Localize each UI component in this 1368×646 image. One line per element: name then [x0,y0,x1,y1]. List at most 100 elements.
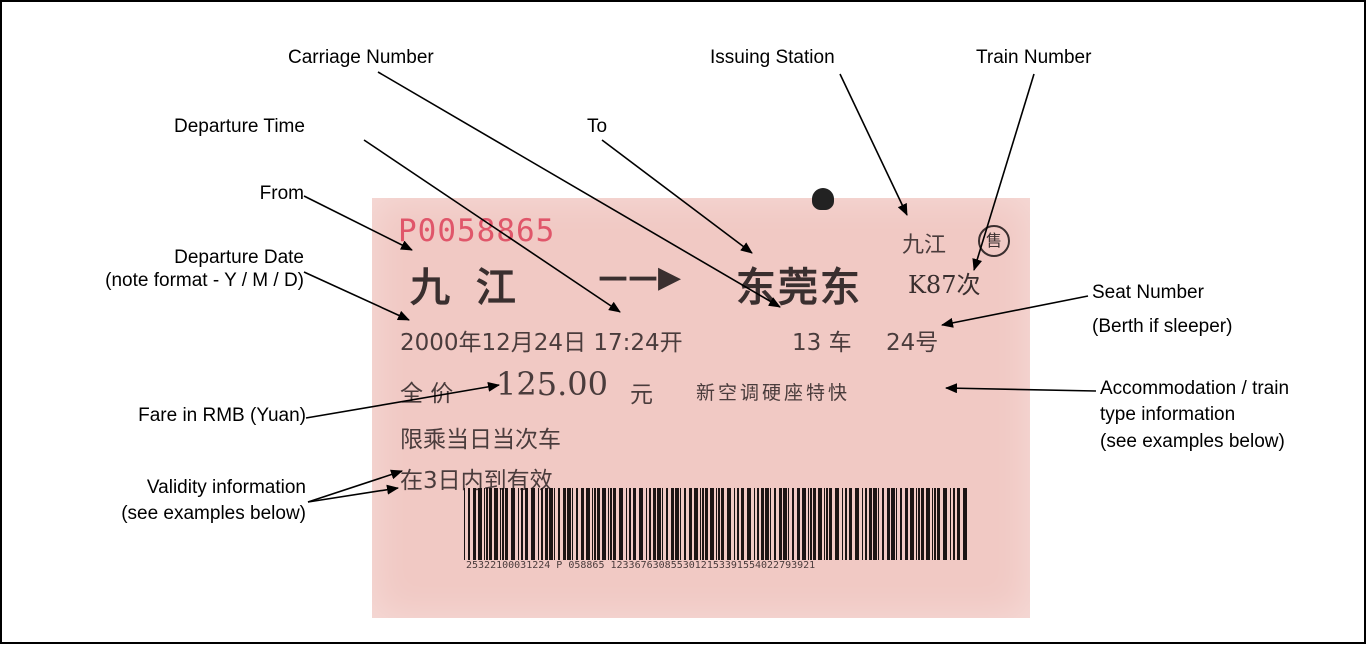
barcode-bar [518,488,519,560]
ticket-barcode-number: 25322100031224 P 058865 1233676308553012… [466,560,816,571]
ticket-train-number: K87次 [908,271,981,299]
ticket-barcode [464,488,967,560]
arrow-departure-date [303,271,410,321]
label-accommodation-type: type information [1100,404,1236,425]
label-validity: Validity information [146,477,306,498]
label-seat-number: Seat Number [1092,282,1204,303]
arrow-carriage-number [377,71,781,308]
label-accommodation-examples: (see examples below) [1100,431,1285,452]
barcode-bar [576,488,578,560]
label-departure-date: Departure Date [174,247,304,268]
label-issuing-station: Issuing Station [710,47,835,68]
barcode-bar [921,488,924,560]
barcode-bar [783,488,787,560]
barcode-bar [684,488,686,560]
barcode-bar [549,488,553,560]
barcode-bar [464,488,465,560]
label-fare: Fare in RMB (Yuan) [138,405,306,426]
ticket-accommodation: 新空调硬座特快 [696,382,851,404]
barcode-bar [675,488,679,560]
ticket-fare-unit: 元 [630,382,653,408]
barcode-bar [700,488,701,560]
barcode-bar [818,488,822,560]
label-seat-number-note: (Berth if sleeper) [1092,316,1233,337]
label-departure-date-format: (note format - Y / M / D) [105,270,304,291]
barcode-bar [511,488,515,560]
barcode-bar [918,488,920,560]
barcode-bar [639,488,643,560]
barcode-bar [505,488,508,560]
barcode-bar [741,488,744,560]
barcode-bar [486,488,488,560]
barcode-bar [563,488,566,560]
barcode-bar [896,488,897,560]
barcode-bar [937,488,940,560]
barcode-bar [702,488,704,560]
barcode-bar [541,488,543,560]
barcode-bar [662,488,663,560]
barcode-bar [727,488,731,560]
barcode-bar [826,488,828,560]
barcode-bar [567,488,571,560]
barcode-bar [797,488,800,560]
barcode-bar [478,488,482,560]
barcode-bar [802,488,806,560]
barcode-bar [873,488,877,560]
barcode-bar [869,488,872,560]
barcode-bar [629,488,631,560]
barcode-bar [916,488,917,560]
barcode-bar [489,488,492,560]
barcode-bar [649,488,651,560]
barcode-bar [824,488,825,560]
barcode-bar [586,488,590,560]
barcode-bar [694,488,698,560]
barcode-bar [887,488,890,560]
barcode-bar [592,488,593,560]
barcode-bar [554,488,555,560]
barcode-bar [657,488,661,560]
barcode-bar [468,488,470,560]
arrow-validity-1 [307,469,403,503]
label-accommodation: Accommodation / train [1100,378,1290,399]
barcode-bar [934,488,936,560]
barcode-bar [689,488,692,560]
barcode-bar [963,488,967,560]
barcode-bar [718,488,720,560]
label-to: To [587,116,608,137]
barcode-bar [626,488,627,560]
barcode-bar [666,488,668,560]
barcode-bar [943,488,947,560]
barcode-bar [765,488,769,560]
arrow-seat-number [941,295,1089,328]
barcode-bar [770,488,771,560]
barcode-bar [835,488,839,560]
arrow-from [303,195,413,251]
barcode-bar [525,488,528,560]
barcode-bar [633,488,636,560]
barcode-bar [849,488,852,560]
arrow-accommodation [945,383,1097,394]
barcode-bar [613,488,616,560]
label-validity-examples: (see examples below) [121,503,306,524]
barcode-bar [754,488,755,560]
ticket-to-station: 东莞东 [736,264,862,311]
arrow-to [601,139,753,254]
barcode-bar [680,488,681,560]
barcode-bar [494,488,498,560]
barcode-bar [581,488,584,560]
barcode-bar [500,488,501,560]
barcode-bar [572,488,573,560]
ticket-issuing-badge: 售 [978,225,1010,257]
barcode-bar [737,488,739,560]
barcode-bar [900,488,902,560]
barcode-bar [608,488,609,560]
barcode-bar [957,488,960,560]
ticket-fare-amount: 125.00 [496,365,608,403]
barcode-bar [597,488,600,560]
barcode-bar [747,488,751,560]
barcode-bar [705,488,708,560]
barcode-bar [734,488,735,560]
barcode-bar [788,488,789,560]
barcode-bar [602,488,606,560]
